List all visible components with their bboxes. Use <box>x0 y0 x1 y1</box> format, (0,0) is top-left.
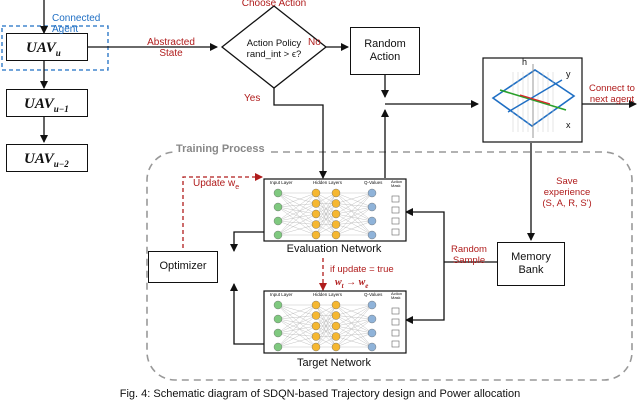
evaluation-network-figure-node-2-4 <box>331 230 341 240</box>
if-update-label: if update = true <box>330 264 394 275</box>
sample-to-eval <box>405 208 445 262</box>
target-network-figure-node-2-4 <box>331 342 341 352</box>
connected-agent-label: Connected Agent <box>52 13 101 35</box>
target-q-header: Q-Values <box>364 292 383 297</box>
eval-hidden-header: Hidden Layers <box>313 180 343 185</box>
target-network-figure-node-0-0 <box>273 300 283 310</box>
uav-box-previous-2 <box>6 144 88 172</box>
target-network-label: Target Network <box>297 357 371 369</box>
eval-mask-header: Action Mask <box>391 179 403 189</box>
target-network-figure-mask-cell-1 <box>391 318 400 326</box>
target-network-figure-node-0-3 <box>273 342 283 352</box>
evaluation-network-figure-node-1-3 <box>311 220 321 229</box>
update-we-loop <box>182 173 263 248</box>
yes-label: Yes <box>244 93 261 104</box>
sample-to-target <box>405 262 445 324</box>
target-network-figure-node-2-2 <box>331 321 341 331</box>
uav-box-previous <box>6 89 88 117</box>
target-hidden-header: Hidden Layers <box>313 292 343 297</box>
evaluation-network-label: Evaluation Network <box>286 243 382 255</box>
target-network-figure-mask-cell-2 <box>391 329 400 337</box>
evaluation-network-figure-node-3-3 <box>367 230 377 240</box>
evaluation-network-figure-node-2-3 <box>331 220 341 229</box>
optimizer-label: Optimizer <box>159 260 207 272</box>
update-rule-label: wt → we <box>335 277 369 290</box>
evaluation-network-figure <box>263 178 407 242</box>
axis-label-x: x <box>566 120 571 130</box>
target-network-figure-node-3-0 <box>367 300 377 310</box>
target-network-figure-node-2-3 <box>331 332 341 341</box>
evaluation-network-figure-node-1-1 <box>311 199 321 208</box>
target-to-optimizer <box>230 283 264 345</box>
evaluation-network-figure-node-3-2 <box>367 216 377 226</box>
evaluation-network-figure-node-0-2 <box>273 216 283 226</box>
target-network-figure-mask-cell-3 <box>391 340 400 348</box>
update-we-label: Update we <box>193 178 240 191</box>
evaluation-network-figure-node-1-0 <box>311 188 321 198</box>
evaluation-network-figure-node-3-0 <box>367 188 377 198</box>
target-network-figure-node-3-3 <box>367 342 377 352</box>
connected-agent-outline <box>1 25 109 71</box>
target-network-figure-node-1-0 <box>311 300 321 310</box>
training-process-label: Training Process <box>174 143 267 156</box>
environment-drawing <box>491 64 576 138</box>
target-network-figure-node-0-2 <box>273 328 283 338</box>
uav-label-current: UAVu <box>26 40 61 58</box>
evaluation-network-figure-mask-cell-1 <box>391 206 400 214</box>
target-network-figure-node-0-1 <box>273 314 283 324</box>
target-network-figure-node-3-1 <box>367 314 377 324</box>
evaluation-network-figure-node-2-1 <box>331 199 341 208</box>
target-network-figure-node-1-4 <box>311 342 321 352</box>
evaluation-network-figure-node-2-0 <box>331 188 341 198</box>
no-label: No <box>308 37 321 48</box>
training-process-region <box>146 151 633 381</box>
evaluation-network-figure-mask-cell-0 <box>391 195 400 203</box>
evaluation-network-figure-node-1-4 <box>311 230 321 240</box>
yes-arrow <box>273 88 327 179</box>
random-action-box <box>350 27 420 75</box>
evaluation-network-figure-node-1-2 <box>311 209 321 219</box>
optimizer-box <box>148 251 218 283</box>
eval-q-header: Q-Values <box>364 180 383 185</box>
target-network-figure <box>263 290 407 354</box>
target-network-figure-node-1-2 <box>311 321 321 331</box>
evaluation-network-figure-mask-cell-2 <box>391 217 400 225</box>
target-network-figure-node-3-2 <box>367 328 377 338</box>
evaluation-network-figure-node-2-2 <box>331 209 341 219</box>
evaluation-network-figure-node-0-0 <box>273 188 283 198</box>
choose-action-label: Choose Action <box>241 0 307 9</box>
uav-label-previous-2: UAVu−2 <box>24 151 69 169</box>
figure-caption: Fig. 4: Schematic diagram of SDQN-based … <box>119 388 521 400</box>
target-network-figure-node-1-3 <box>311 332 321 341</box>
uav-label-previous: UAVu−1 <box>24 96 69 114</box>
evaluation-network-figure-node-3-1 <box>367 202 377 212</box>
evaluation-network-figure-node-0-3 <box>273 230 283 240</box>
target-input-header: Input Layer <box>270 292 293 297</box>
evaluation-network-figure-node-0-1 <box>273 202 283 212</box>
target-mask-header: Action Mask <box>391 291 403 301</box>
target-network-figure-node-2-0 <box>331 300 341 310</box>
target-network-figure-node-1-1 <box>311 311 321 320</box>
eval-input-header: Input Layer <box>270 180 293 185</box>
evaluation-network-figure-mask-cell-3 <box>391 228 400 236</box>
memory-bank-box <box>497 242 565 286</box>
uav-box-current <box>6 33 88 61</box>
target-network-figure-node-2-1 <box>331 311 341 320</box>
eval-to-optimizer <box>230 231 264 252</box>
axis-label-y: y <box>566 69 571 79</box>
axis-label-h: h <box>522 57 528 67</box>
target-network-figure-mask-cell-0 <box>391 307 400 315</box>
